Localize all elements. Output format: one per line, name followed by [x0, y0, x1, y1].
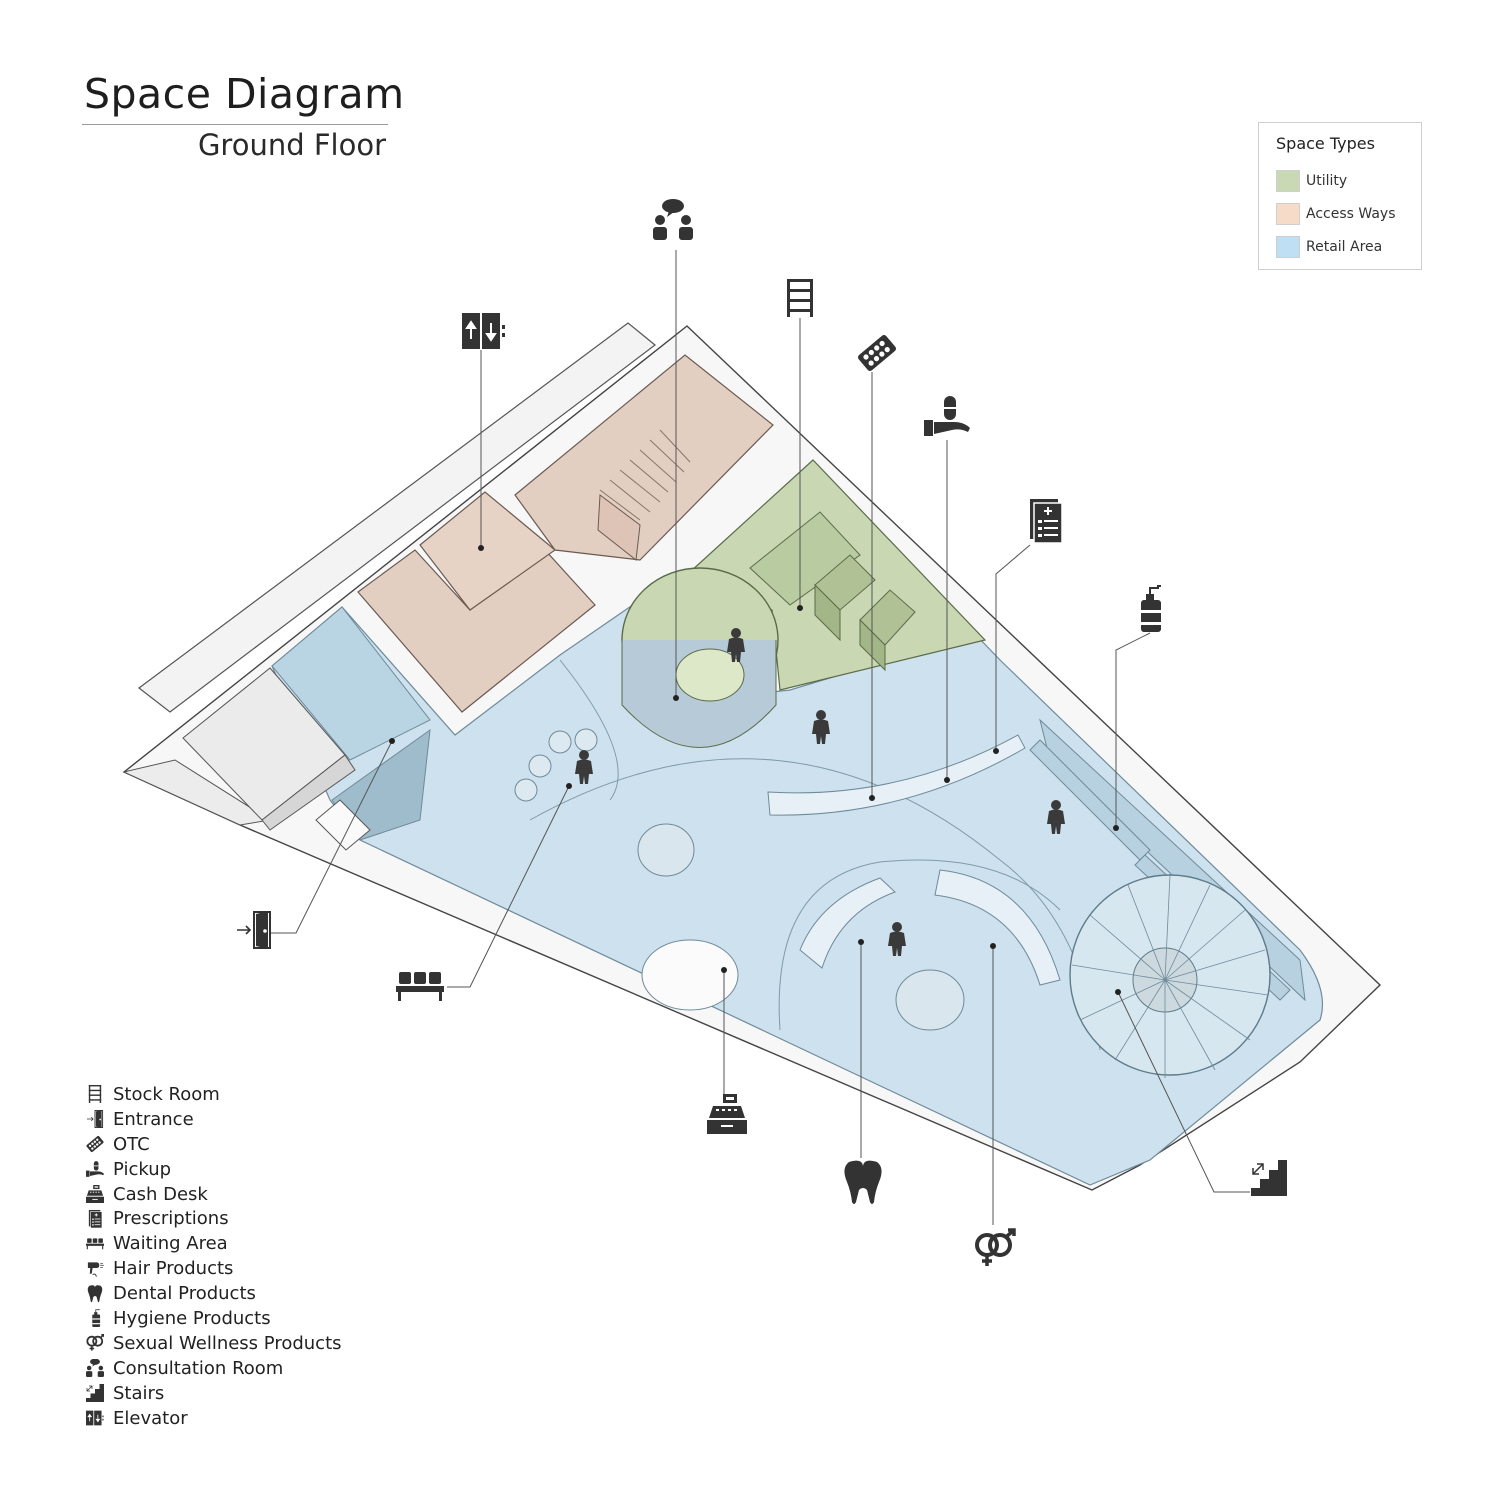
tooth-icon: [84, 1284, 106, 1304]
key-item: OTC: [84, 1132, 342, 1157]
hair-dryer-icon: [84, 1259, 106, 1279]
legend-swatch: [1276, 236, 1300, 258]
diagram-title: Space Diagram: [84, 70, 405, 118]
consultation-icon: [653, 199, 693, 240]
waiting-seats: [514, 728, 598, 802]
key-label: Pickup: [113, 1158, 172, 1180]
key-item: Dental Products: [84, 1281, 342, 1306]
prescription-clipboard-icon: [84, 1209, 106, 1229]
entrance-door-icon: [236, 910, 272, 950]
key-label: Hygiene Products: [113, 1307, 271, 1329]
key-label: Prescriptions: [113, 1208, 229, 1230]
bench-icon: [84, 1234, 106, 1254]
key-item: Cash Desk: [84, 1182, 342, 1207]
leader-points: [389, 545, 1121, 995]
bench-icon: [396, 972, 444, 1001]
utility-zone: [621, 459, 987, 748]
key-item: Hygiene Products: [84, 1306, 342, 1331]
shelf-icon: [787, 279, 813, 317]
tooth-icon: [844, 1160, 882, 1204]
legend-label: Utility: [1306, 173, 1348, 189]
pill-blister-icon: [856, 333, 898, 373]
key-label: Consultation Room: [113, 1357, 284, 1379]
key-item: Entrance: [84, 1107, 342, 1132]
access-ways-zone: [357, 354, 774, 713]
leader-lines: [270, 250, 1250, 1225]
shelf-icon: [84, 1084, 106, 1104]
key-item: Prescriptions: [84, 1206, 342, 1231]
cash-register-icon: [84, 1184, 106, 1204]
pump-bottle-icon: [84, 1308, 106, 1328]
key-label: OTC: [113, 1133, 150, 1155]
entrance-block: [182, 667, 371, 851]
stairs-icon: [1250, 1159, 1288, 1197]
key-item: Waiting Area: [84, 1231, 342, 1256]
title-divider: [82, 124, 388, 125]
pump-bottle-icon: [1140, 585, 1162, 633]
legend-item-retail-area: Retail Area: [1276, 235, 1382, 259]
legend-label: Retail Area: [1306, 239, 1383, 255]
key-label: Entrance: [113, 1108, 194, 1130]
key-label: Stock Room: [113, 1083, 220, 1105]
legend-item-access-ways: Access Ways: [1276, 202, 1395, 226]
pickup-hand-icon: [84, 1159, 106, 1179]
key-label: Waiting Area: [113, 1233, 228, 1255]
key-item: Sexual Wellness Products: [84, 1331, 342, 1356]
consultation-icon: [84, 1358, 106, 1378]
key-item: Hair Products: [84, 1256, 342, 1281]
legend-label: Access Ways: [1306, 206, 1396, 222]
stairs-icon: [84, 1383, 106, 1403]
key-item: Elevator: [84, 1406, 342, 1431]
spiral-stair: [1069, 874, 1271, 1078]
space-types-legend: Space Types Utility Access Ways Retail A…: [1258, 122, 1422, 270]
legend-swatch: [1276, 170, 1300, 192]
planters: [637, 823, 965, 1031]
elevator-icon: [461, 312, 506, 350]
gender-symbols-icon: [975, 1228, 1016, 1268]
legend-title: Space Types: [1276, 134, 1375, 153]
legend-item-utility: Utility: [1276, 169, 1347, 193]
key-label: Stairs: [113, 1382, 165, 1404]
gender-symbols-icon: [84, 1333, 106, 1353]
cash-register-icon: [707, 1094, 747, 1134]
key-label: Hair Products: [113, 1258, 234, 1280]
diagram-subtitle: Ground Floor: [197, 128, 386, 162]
key-label: Cash Desk: [113, 1183, 208, 1205]
key-item: Pickup: [84, 1157, 342, 1182]
key-item: Stairs: [84, 1381, 342, 1406]
prescription-clipboard-icon: [1029, 498, 1063, 544]
pickup-hand-icon: [924, 396, 970, 436]
legend-swatch: [1276, 203, 1300, 225]
elevator-icon: [84, 1408, 106, 1428]
display-arcs: [799, 869, 1061, 986]
key-item: Stock Room: [84, 1082, 342, 1107]
key-label: Dental Products: [113, 1283, 256, 1305]
pill-blister-icon: [84, 1134, 106, 1154]
key-label: Sexual Wellness Products: [113, 1332, 342, 1354]
entrance-door-icon: [84, 1109, 106, 1129]
key-item: Consultation Room: [84, 1356, 342, 1381]
key-label: Elevator: [113, 1407, 188, 1429]
